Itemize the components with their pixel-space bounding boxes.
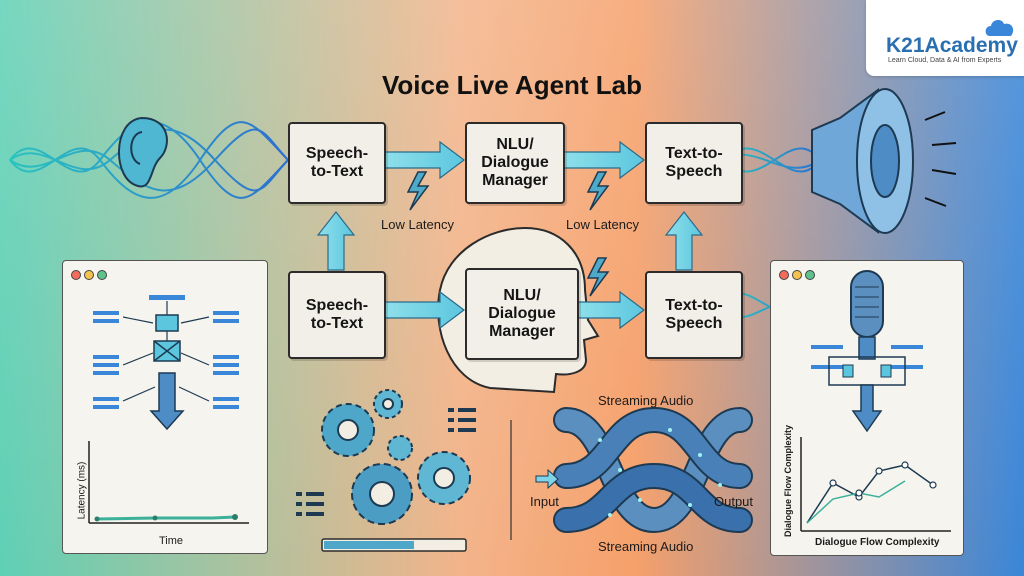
- low-latency-label-right: Low Latency: [566, 217, 639, 232]
- gears-icon: [321, 389, 471, 525]
- maximize-dot: [805, 270, 815, 280]
- streaming-audio-bottom-label: Streaming Audio: [598, 539, 694, 554]
- bottom-speech-to-text-box: Speech- to-Text: [288, 271, 386, 359]
- pipes-icon: [553, 406, 753, 534]
- minimize-dot: [792, 270, 802, 280]
- cloud-icon: [985, 20, 1014, 36]
- flow-diagram: [88, 295, 249, 524]
- close-dot: [71, 270, 81, 280]
- microphone-icon: [800, 270, 951, 532]
- logo-name: K21Academy: [886, 34, 1018, 57]
- bottom-arrows: [383, 290, 645, 330]
- page-title: Voice Live Agent Lab: [381, 70, 643, 100]
- complexity-window: Dialogue Flow Complexity Dialogue Flow C…: [770, 260, 964, 556]
- top-tts-box: Text-to- Speech: [645, 122, 743, 204]
- ear-icon: [118, 116, 168, 188]
- lightning-icon: [406, 171, 610, 297]
- input-label: Input: [530, 494, 559, 509]
- lines-icon: [296, 408, 476, 516]
- close-dot: [779, 270, 789, 280]
- low-latency-label-left: Low Latency: [381, 217, 454, 232]
- latency-window: Latency (ms) Time: [62, 260, 268, 554]
- speaker-icon: [811, 88, 957, 234]
- top-nlu-box: NLU/ Dialogue Manager: [465, 122, 565, 204]
- output-label: Output: [714, 494, 754, 509]
- logo-tagline: Learn Cloud, Data & AI from Experts: [888, 57, 1002, 64]
- bottom-nlu-box: NLU/ Dialogue Manager: [465, 268, 579, 360]
- vertical-arrows: [316, 211, 704, 271]
- latency-y-label: Latency (ms): [76, 461, 88, 520]
- pipe-flow-dots: [598, 428, 722, 517]
- latency-x-label: Time: [159, 535, 184, 547]
- top-arrows: [383, 140, 645, 180]
- top-speech-to-text-box: Speech- to-Text: [288, 122, 386, 204]
- complexity-y-label: Dialogue Flow Complexity: [783, 425, 793, 538]
- window-controls-right: [779, 267, 818, 285]
- bottom-tts-box: Text-to- Speech: [645, 271, 743, 359]
- logo: K21Academy Learn Cloud, Data & AI from E…: [866, 0, 1024, 76]
- window-controls: [71, 267, 110, 285]
- maximize-dot: [97, 270, 107, 280]
- streaming-audio-top-label: Streaming Audio: [598, 393, 694, 408]
- complexity-x-label: Dialogue Flow Complexity: [815, 537, 940, 548]
- input-arrow-icon: [535, 468, 559, 490]
- minimize-dot: [84, 270, 94, 280]
- progress-bar: [321, 538, 467, 552]
